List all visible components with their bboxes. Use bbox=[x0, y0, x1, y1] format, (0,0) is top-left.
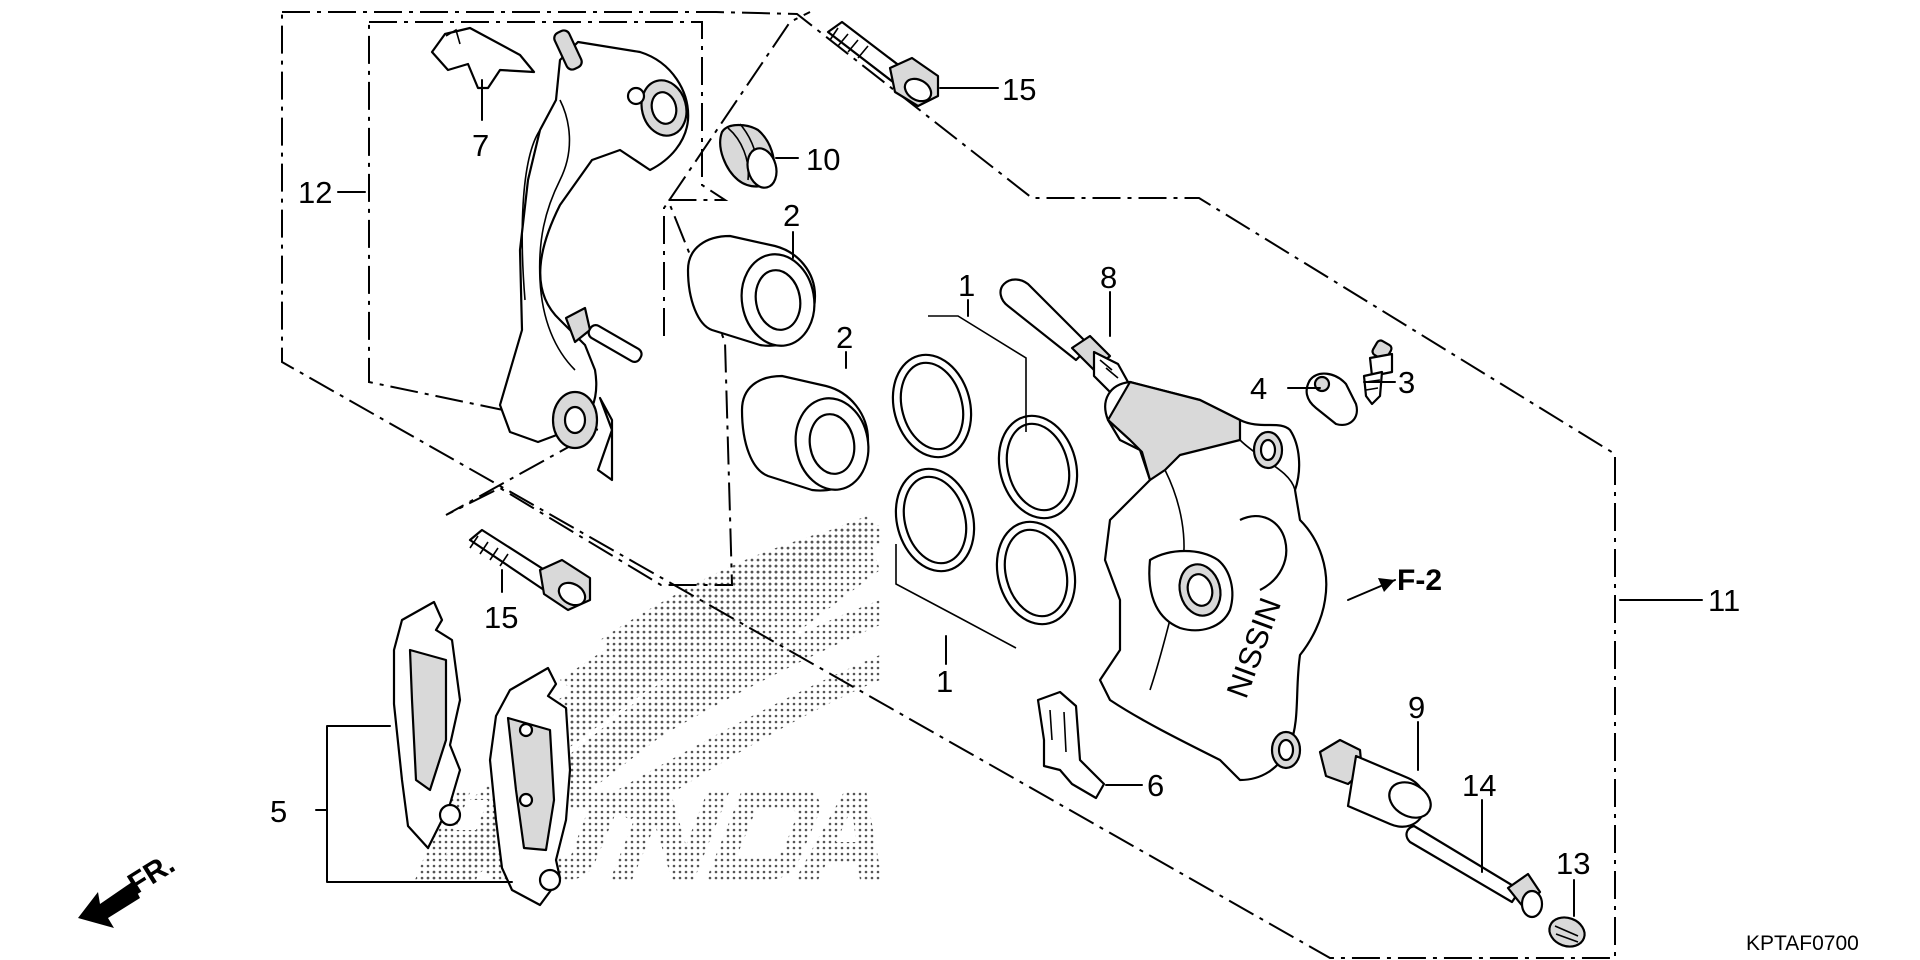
slide-pin-bolt bbox=[1318, 738, 1432, 828]
dust-boot bbox=[719, 123, 778, 189]
piston-lower bbox=[740, 374, 870, 492]
diagram-code: KPTAF0700 bbox=[1746, 932, 1859, 955]
brake-pad-front bbox=[392, 600, 462, 850]
part-number-1-lower: 1 bbox=[936, 664, 953, 699]
bleeder-cap bbox=[1305, 372, 1358, 426]
part-number-4: 4 bbox=[1250, 371, 1267, 406]
part-number-8: 8 bbox=[1100, 260, 1117, 295]
bleeder-valve bbox=[1362, 339, 1394, 406]
part-number-2-lower: 2 bbox=[836, 320, 853, 355]
part-number-15-lower: 15 bbox=[484, 600, 518, 635]
pad-pin-outline bbox=[663, 11, 811, 336]
piston-seals bbox=[891, 315, 1079, 649]
part-number-15-upper: 15 bbox=[1002, 72, 1036, 107]
piston-upper bbox=[686, 234, 817, 347]
part-number-9: 9 bbox=[1408, 690, 1425, 725]
caliper-body: NISSIN bbox=[1098, 380, 1328, 782]
part-number-1-upper: 1 bbox=[958, 268, 975, 303]
part-number-3: 3 bbox=[1398, 365, 1415, 400]
slide-pin bbox=[999, 278, 1130, 394]
part-number-13: 13 bbox=[1556, 846, 1590, 881]
pin-plug bbox=[1548, 916, 1586, 948]
part-number-7: 7 bbox=[472, 128, 489, 163]
assembly-outline-12 bbox=[368, 21, 734, 586]
pad-spring-clip bbox=[430, 26, 536, 90]
caliper-bolt-lower bbox=[468, 528, 592, 612]
pad-retainer bbox=[1036, 690, 1106, 800]
part-number-10: 10 bbox=[806, 142, 840, 177]
part-number-5: 5 bbox=[270, 794, 287, 829]
caliper-bolt-upper bbox=[826, 20, 940, 108]
part-number-labels: 1 1 2 2 3 4 5 6 7 8 9 10 11 12 13 14 15 … bbox=[270, 72, 1740, 881]
honda-watermark-text bbox=[415, 790, 882, 880]
part-number-12: 12 bbox=[298, 175, 332, 210]
hanger-pin bbox=[1405, 824, 1544, 919]
assembly-outline-11 bbox=[281, 11, 1616, 959]
leader-lines bbox=[315, 79, 1703, 917]
part-number-11: 11 bbox=[1708, 583, 1740, 618]
caliper-bracket bbox=[498, 29, 690, 482]
reference-label: F-2 bbox=[1397, 564, 1442, 597]
reference-arrow-icon bbox=[1347, 578, 1396, 601]
part-number-2-upper: 2 bbox=[783, 198, 800, 233]
front-direction-arrow-icon bbox=[78, 882, 140, 928]
brake-pad-rear bbox=[488, 666, 572, 907]
part-number-14: 14 bbox=[1462, 768, 1496, 803]
part-number-6: 6 bbox=[1147, 768, 1164, 803]
